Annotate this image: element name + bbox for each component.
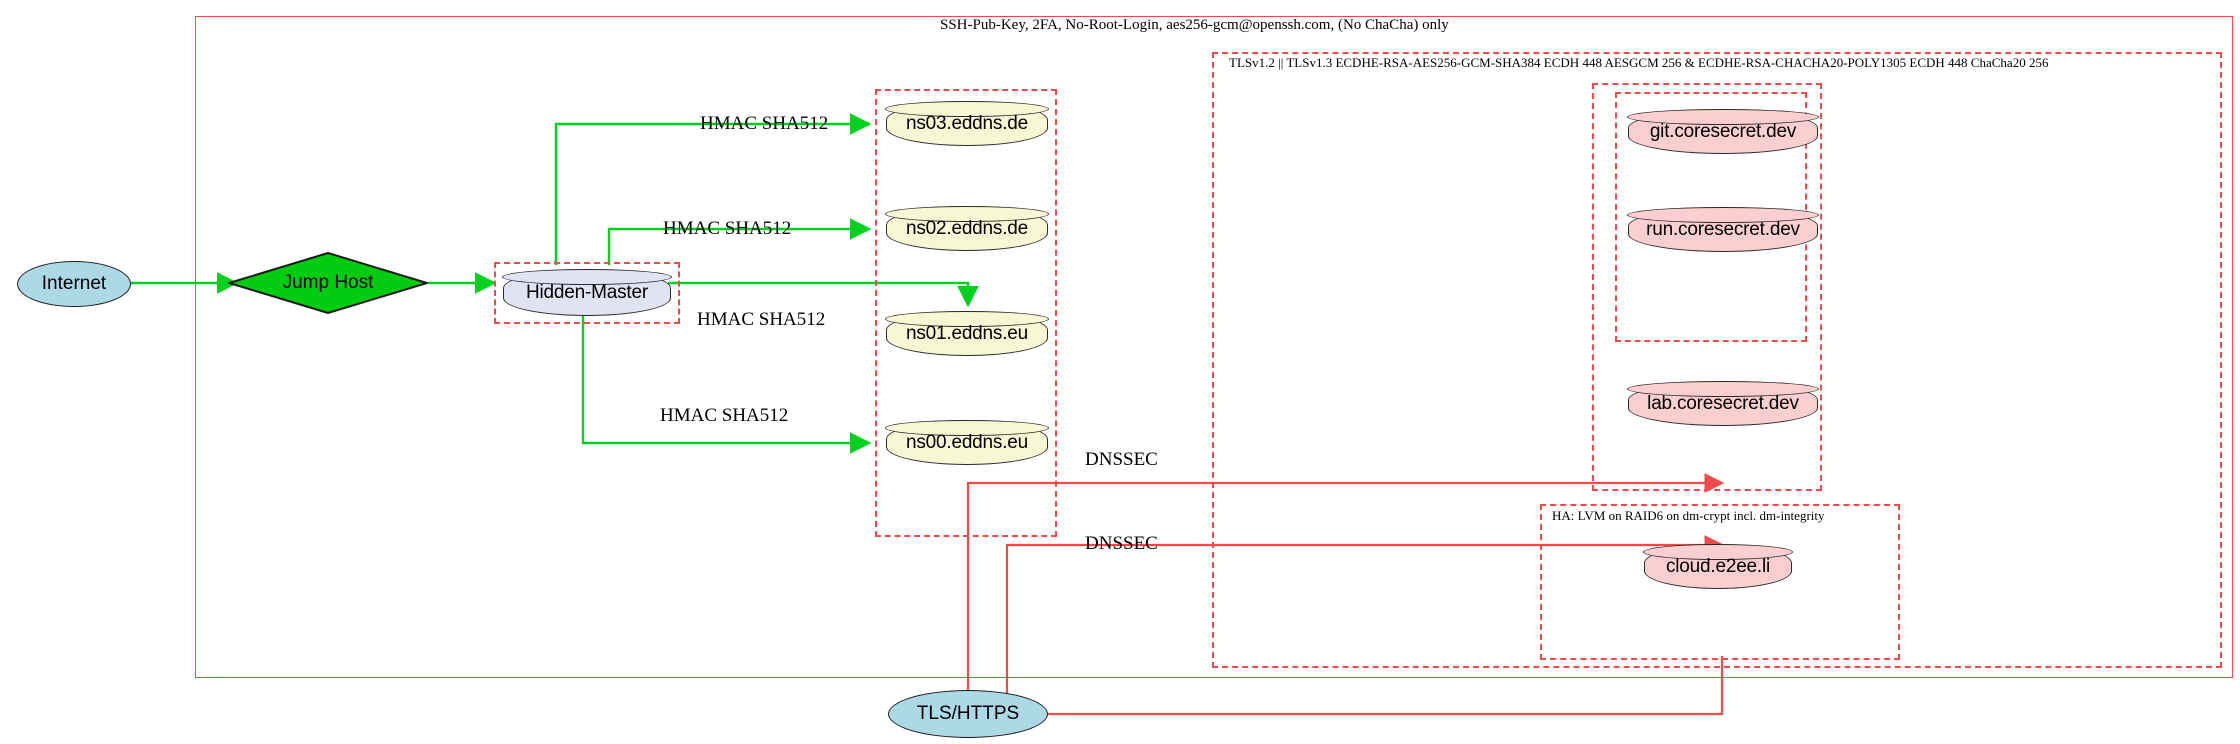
node-lab-coresecret[interactable]: lab.coresecret.dev [1627, 381, 1819, 426]
node-internet[interactable]: Internet [17, 261, 131, 307]
label-ha-storage: HA: LVM on RAID6 on dm-crypt incl. dm-in… [1552, 508, 1825, 523]
cluster-dns-servers [875, 89, 1057, 537]
node-ns02-label: ns02.eddns.de [905, 218, 1029, 239]
green-edges [131, 113, 979, 454]
node-ns02[interactable]: ns02.eddns.de [885, 206, 1049, 251]
red-edges [966, 473, 1725, 716]
node-tls-https-label: TLS/HTTPS [916, 703, 1020, 724]
node-git-label: git.coresecret.dev [1649, 121, 1797, 142]
edge-dnssec-lower [1005, 535, 1725, 700]
node-run-coresecret[interactable]: run.coresecret.dev [1627, 207, 1819, 252]
edge-hiddenmaster-to-ns03 [554, 113, 872, 265]
edge-label-hmac-ns01: HMAC SHA512 [697, 309, 826, 330]
node-hidden-master[interactable]: Hidden-Master [502, 269, 672, 316]
edge-tls-to-right [1048, 656, 1724, 716]
cluster-coresecret-outer [1592, 83, 1822, 491]
edge-hiddenmaster-to-ns01 [668, 281, 979, 308]
edge-dnssec-upper [966, 473, 1725, 656]
cluster-outer-security [195, 16, 2233, 678]
node-cloud-label: cloud.e2ee.li [1665, 556, 1771, 577]
node-cloud-e2ee[interactable]: cloud.e2ee.li [1643, 544, 1793, 589]
edge-label-dnssec-upper: DNSSEC [1085, 449, 1158, 470]
node-ns01[interactable]: ns01.eddns.eu [885, 311, 1049, 356]
cluster-ha-storage [1540, 504, 1900, 660]
node-jump-host-label: Jump Host [282, 272, 374, 293]
node-git-coresecret[interactable]: git.coresecret.dev [1627, 109, 1819, 154]
edge-label-hmac-ns03: HMAC SHA512 [700, 113, 829, 134]
edge-label-dnssec-lower: DNSSEC [1085, 533, 1158, 554]
node-ns00-label: ns00.eddns.eu [905, 432, 1029, 453]
cluster-hidden-master [494, 262, 680, 324]
node-run-label: run.coresecret.dev [1646, 219, 1800, 240]
node-hidden-master-label: Hidden-Master [525, 282, 648, 303]
label-outer-security: SSH-Pub-Key, 2FA, No-Root-Login, aes256-… [940, 17, 1449, 33]
diamond-shape [228, 252, 428, 314]
node-lab-label: lab.coresecret.dev [1647, 393, 1799, 414]
node-ns03-label: ns03.eddns.de [905, 113, 1029, 134]
edge-hiddenmaster-to-ns00 [581, 303, 872, 454]
edge-hiddenmaster-to-ns02 [607, 218, 872, 265]
node-tls-https[interactable]: TLS/HTTPS [888, 690, 1048, 738]
edge-label-hmac-ns00: HMAC SHA512 [660, 405, 789, 426]
node-ns01-label: ns01.eddns.eu [905, 323, 1029, 344]
label-tls-ciphers: TLSv1.2 || TLSv1.3 ECDHE-RSA-AES256-GCM-… [1229, 55, 2049, 70]
edge-label-hmac-ns02: HMAC SHA512 [663, 218, 792, 239]
node-ns03[interactable]: ns03.eddns.de [885, 101, 1049, 146]
node-jump-host[interactable]: Jump Host [228, 252, 428, 314]
node-internet-label: Internet [41, 273, 107, 294]
node-ns00[interactable]: ns00.eddns.eu [885, 420, 1049, 465]
cluster-tls-ciphers [1212, 52, 2222, 668]
